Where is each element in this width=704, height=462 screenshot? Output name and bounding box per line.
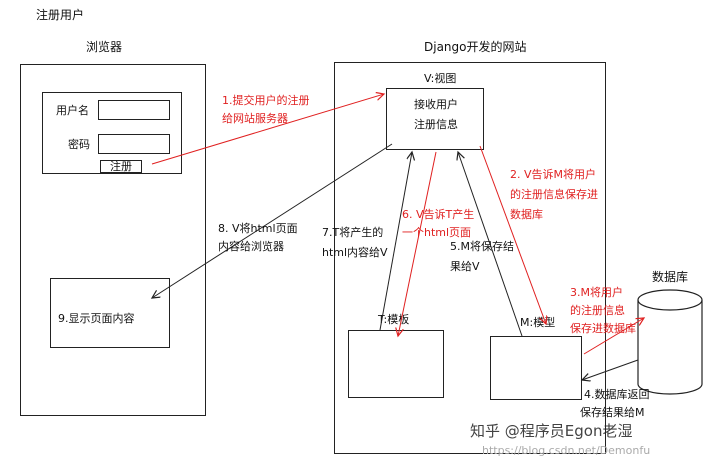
view-box-line1: 接收用户 — [414, 98, 458, 111]
watermark-url: https://blog.csdn.net/Demonfu — [482, 444, 651, 457]
arrow-step6 — [398, 151, 437, 336]
username-label: 用户名 — [56, 104, 89, 117]
view-box-line2: 注册信息 — [414, 118, 458, 131]
model-box — [490, 336, 582, 400]
arrow-step4 — [582, 359, 639, 380]
display-page-box — [50, 278, 170, 348]
display-page-text: 9.显示页面内容 — [58, 312, 135, 325]
step8-line1: 8. V将html页面 — [218, 222, 298, 235]
step6-line2: 一个html页面 — [402, 226, 472, 239]
step1-line1: 1.提交用户的注册 — [222, 94, 310, 107]
step2-line3: 数据库 — [510, 208, 543, 221]
step5-line2: 果给V — [450, 260, 480, 273]
step3-line2: 的注册信息 — [570, 304, 625, 317]
arrow-step8 — [152, 143, 393, 298]
arrow-step5 — [458, 152, 523, 337]
template-label: T:模板 — [378, 313, 410, 326]
website-frame — [334, 62, 606, 454]
arrow-step7 — [379, 152, 412, 331]
watermark-main: 知乎 @程序员Egon老湿 — [470, 422, 633, 440]
step8-line2: 内容给浏览器 — [218, 240, 284, 253]
step4-line2: 保存结果给M — [580, 406, 645, 419]
browser-frame — [20, 64, 206, 416]
step6-line1: 6. V告诉T产生 — [402, 208, 475, 221]
database-label: 数据库 — [652, 270, 689, 284]
browser-label: 浏览器 — [86, 40, 123, 54]
username-field[interactable] — [98, 100, 170, 120]
step3-line3: 保存进数据库 — [570, 322, 636, 335]
step2-line1: 2. V告诉M将用户 — [510, 168, 597, 181]
step7-line2: html内容给V — [322, 246, 388, 259]
step7-line1: 7.T将产生的 — [322, 226, 384, 239]
arrow-step1 — [151, 94, 384, 165]
arrow-step2 — [479, 145, 546, 324]
arrow-step3 — [583, 318, 644, 355]
view-label: V:视图 — [424, 72, 457, 85]
register-button[interactable]: 注册 — [100, 160, 142, 173]
view-box — [386, 88, 484, 150]
page-title: 注册用户 — [36, 8, 85, 22]
password-field[interactable] — [98, 134, 170, 154]
step4-line1: 4.数据库返回 — [584, 388, 650, 401]
step3-line1: 3.M将用户 — [570, 286, 623, 299]
website-label: Django开发的网站 — [424, 40, 527, 54]
step5-line1: 5.M将保存结 — [450, 240, 514, 253]
step1-line2: 给网站服务器 — [222, 112, 288, 125]
password-label: 密码 — [68, 138, 90, 151]
register-form — [42, 92, 182, 174]
database-cylinder-icon — [637, 289, 703, 395]
step2-line2: 的注册信息保存进 — [510, 188, 598, 201]
